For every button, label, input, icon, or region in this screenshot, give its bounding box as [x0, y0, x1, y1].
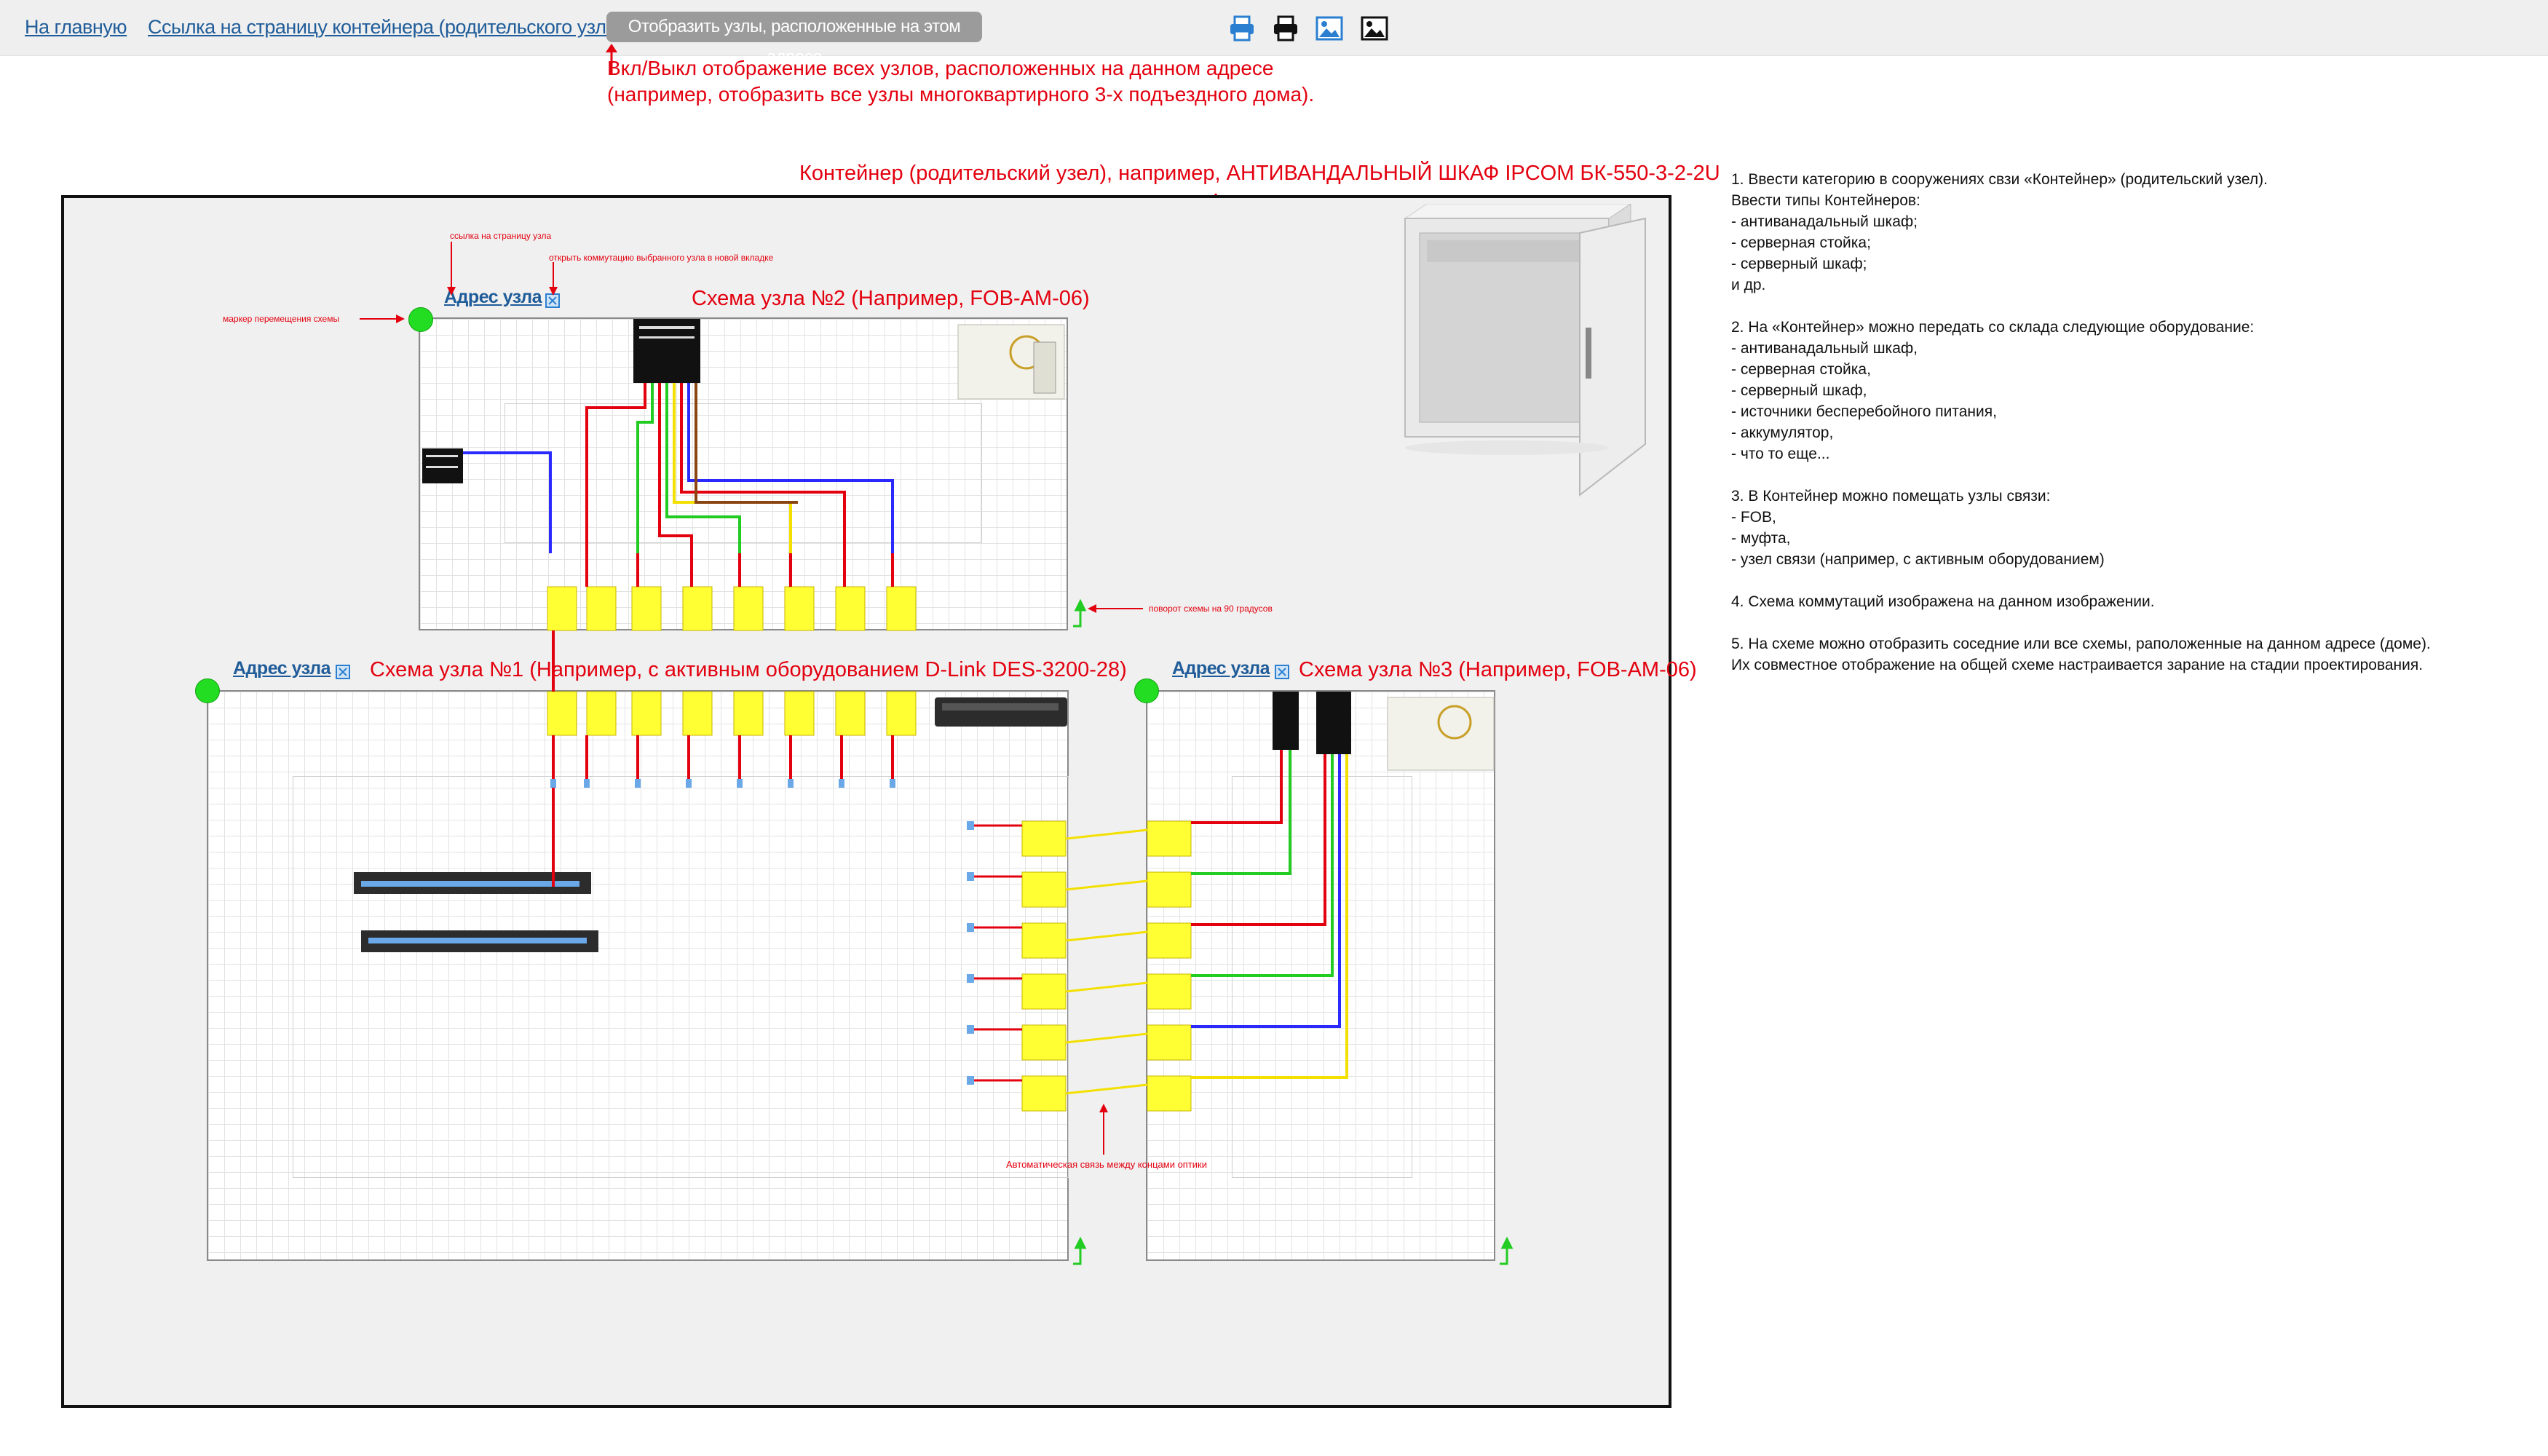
scheme-node3-move-marker[interactable]	[1134, 678, 1159, 703]
scheme-node1-move-marker[interactable]	[195, 678, 220, 703]
move-marker-note: маркер перемещения схемы	[223, 314, 339, 324]
fiber-drops-node3	[1191, 750, 1348, 1079]
node-link-note: ссылка на страницу узла	[450, 231, 552, 241]
auto-link-note: Автоматическая связь между концами оптик…	[1006, 1159, 1207, 1170]
scheme-node1-address-link[interactable]: Адрес узла	[233, 658, 331, 678]
show-address-nodes-button[interactable]: Отобразить узлы, расположенные на этом а…	[606, 12, 982, 67]
top-bar: На главную Ссылка на страницу контейнера…	[0, 0, 2548, 67]
image-dark-icon[interactable]	[1360, 14, 1389, 43]
rotate-note: поворот схемы на 90 градусов	[1149, 604, 1273, 614]
dlink-switch	[935, 697, 1067, 727]
note-5: 5. На схеме можно отобразить соседние ил…	[1731, 636, 2431, 673]
splice-connectors-row	[547, 553, 917, 788]
print-preview-icon[interactable]	[1227, 14, 1257, 43]
note-1: 1. Ввести категорию в сооружениях свзи «…	[1731, 171, 2268, 293]
open-new-tab-icon[interactable]	[335, 664, 351, 680]
node3-module-1	[1273, 692, 1299, 750]
fob-splitter-box	[633, 319, 700, 383]
scheme-node2-move-marker[interactable]	[408, 307, 433, 332]
rotate-marker-icon	[1073, 598, 1514, 1265]
annotation-arrows	[360, 242, 1143, 1155]
toggle-note-arrow	[606, 44, 617, 74]
image-icon[interactable]	[1315, 14, 1344, 43]
toggle-note-line1: Вкл/Выкл отображение всех узлов, располо…	[607, 57, 1274, 79]
note-2: 2. На «Контейнер» можно передать со скла…	[1731, 319, 2255, 462]
new-tab-note: открыть коммутацию выбранного узла в нов…	[549, 253, 774, 263]
note-4: 4. Схема коммутаций изображена на данном…	[1731, 593, 2155, 610]
fiber-drops-node2	[463, 383, 894, 553]
scheme-node2-title: Схема узла №2 (Например, FOB-AM-06)	[692, 287, 1090, 310]
scheme-node3-title: Схема узла №3 (Например, FOB-AM-06)	[1299, 658, 1697, 681]
container-note: Контейнер (родительский узел), например,…	[799, 162, 1720, 185]
scheme-node1-inner	[293, 776, 1069, 1178]
notes-panel: 1. Ввести категорию в сооружениях свзи «…	[1731, 169, 2532, 676]
scheme-node1-title: Схема узла №1 (Например, с активным обор…	[370, 658, 1127, 681]
print-icon[interactable]	[1271, 14, 1300, 43]
scheme-node2-address-link[interactable]: Адрес узла	[444, 287, 542, 307]
parent-container-link[interactable]: Ссылка на страницу контейнера (родительс…	[148, 16, 623, 38]
scheme-node2-inner	[505, 403, 982, 543]
open-new-tab-icon[interactable]	[1274, 664, 1290, 680]
auto-link-connectors	[967, 820, 1192, 1112]
node3-fob-image	[1387, 697, 1495, 771]
note-3: 3. В Контейнер можно помещать узлы связи…	[1731, 488, 2105, 568]
cabinet-image	[1404, 204, 1646, 497]
scheme-node3-address-link[interactable]: Адрес узла	[1172, 658, 1270, 678]
toggle-note-line2: (например, отобразить все узлы многоквар…	[607, 83, 1315, 106]
node3-module-2	[1316, 692, 1351, 754]
home-link[interactable]: На главную	[25, 16, 127, 38]
